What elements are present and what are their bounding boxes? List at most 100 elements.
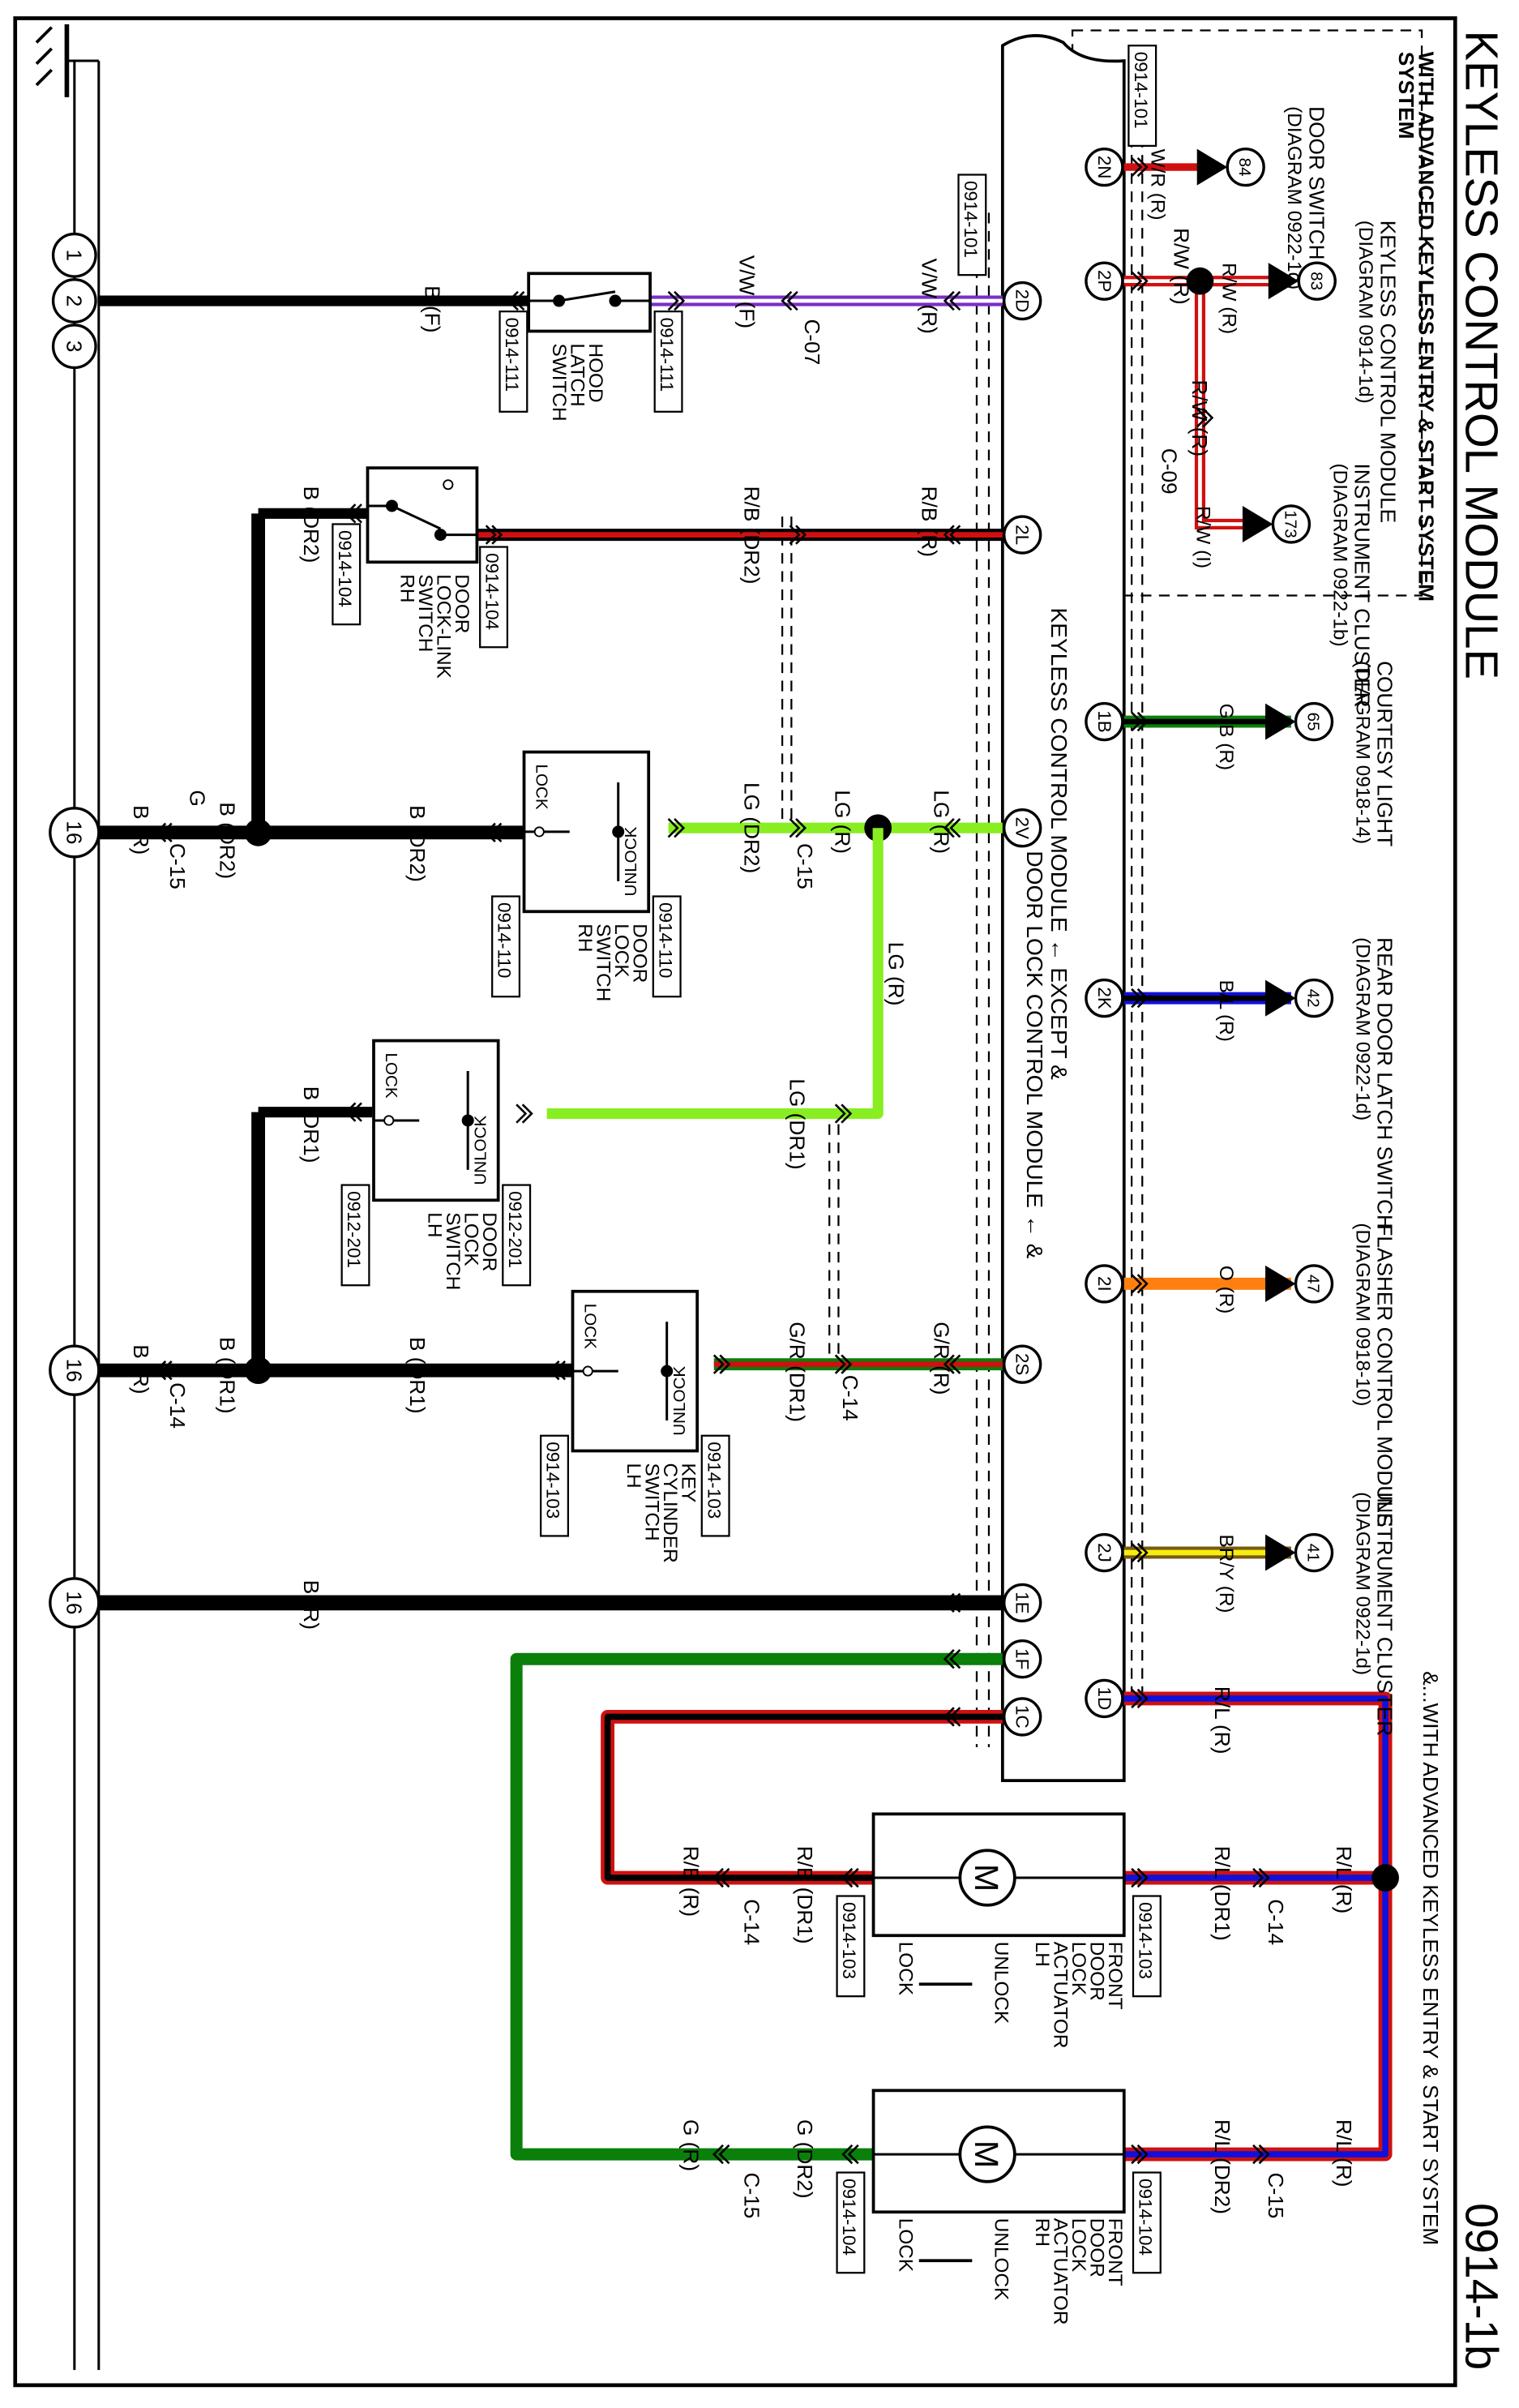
svg-text:2K: 2K bbox=[1094, 987, 1115, 1009]
svg-text:16: 16 bbox=[62, 821, 86, 844]
connector-icon bbox=[841, 1867, 859, 1888]
svg-text:84: 84 bbox=[1235, 158, 1254, 177]
svg-text:DOOR: DOOR bbox=[478, 1212, 500, 1271]
label-vw-r: V/W (R) bbox=[918, 259, 942, 334]
pin-1d: 1D bbox=[1085, 1678, 1124, 1719]
svg-text:0914-111: 0914-111 bbox=[657, 318, 677, 392]
connector-icon bbox=[781, 290, 798, 311]
label-rl-r-1d: R/L (R) bbox=[1210, 1686, 1234, 1755]
pin-2k: 2K bbox=[1085, 978, 1124, 1018]
connector-icon bbox=[943, 525, 961, 545]
door-lock-link-switch-rh: DOOR LOCK-LINK SWITCH RH bbox=[366, 466, 479, 679]
svg-text:42: 42 bbox=[1304, 989, 1323, 1008]
svg-text:M: M bbox=[968, 1864, 1005, 1892]
ref-0914-110: 0914-110 bbox=[652, 895, 682, 998]
connector-icon bbox=[485, 525, 503, 545]
svg-text:BR/Y (R): BR/Y (R) bbox=[1215, 1535, 1237, 1613]
connector-icon bbox=[943, 290, 961, 311]
ref-0914-104-right: 0914-104 bbox=[479, 546, 509, 649]
ref-0914-103: 0914-103 bbox=[540, 1434, 570, 1537]
svg-text:LH: LH bbox=[1031, 1942, 1053, 1967]
svg-text:0914-101: 0914-101 bbox=[1131, 52, 1151, 129]
svg-text:UNLOCK: UNLOCK bbox=[990, 1942, 1012, 2025]
connector-icon bbox=[1131, 1542, 1149, 1563]
svg-text:(DIAGRAM 0918-10): (DIAGRAM 0918-10) bbox=[1351, 1223, 1373, 1406]
wire-rb-1c bbox=[601, 1709, 1003, 1885]
svg-text:DOOR: DOOR bbox=[628, 923, 650, 983]
connector-icon bbox=[841, 2144, 859, 2165]
wire-rw-173 bbox=[1194, 281, 1243, 530]
ref-0914-104: 0914-104 bbox=[1132, 2171, 1162, 2274]
label-c15-3: C-15 bbox=[1264, 2173, 1288, 2219]
svg-text:KEYLESS CONTROL MODULE: KEYLESS CONTROL MODULE bbox=[1376, 221, 1400, 523]
label-g-r: G (R) bbox=[678, 2119, 703, 2171]
label-rb-dr1: R/B (DR1) bbox=[793, 1846, 817, 1944]
label-rl-dr1: R/L (DR1) bbox=[1210, 1846, 1234, 1941]
svg-text:47: 47 bbox=[1304, 1275, 1323, 1293]
svg-text:0914-103: 0914-103 bbox=[1135, 1902, 1155, 1979]
label-b-f: B (F) bbox=[421, 285, 445, 332]
svg-text:0914-103: 0914-103 bbox=[704, 1442, 724, 1519]
svg-text:0914-104: 0914-104 bbox=[335, 530, 355, 607]
ground-point-1: 1 bbox=[51, 232, 97, 278]
svg-text:CYLINDER: CYLINDER bbox=[659, 1463, 681, 1562]
connector-icon bbox=[155, 1360, 173, 1381]
pin-2l: 2L bbox=[1003, 515, 1042, 555]
svg-text:DOOR SWITCH FL: DOOR SWITCH FL bbox=[1304, 106, 1329, 290]
ref-0914-101: 0914-101 bbox=[957, 174, 987, 276]
module-label-2: DOOR LOCK CONTROL MODULE ← & bbox=[1022, 851, 1047, 1258]
ground-icon bbox=[35, 24, 99, 97]
splice-dot bbox=[244, 818, 272, 846]
connector-icon bbox=[516, 1103, 533, 1124]
connector-icon bbox=[943, 1649, 961, 1669]
svg-text:LOCK-LINK: LOCK-LINK bbox=[433, 574, 455, 679]
connector-icon bbox=[712, 1867, 730, 1888]
svg-text:1B: 1B bbox=[1094, 710, 1115, 732]
pin-2i: 2I bbox=[1085, 1264, 1124, 1304]
svg-text:SWITCH: SWITCH bbox=[548, 343, 570, 421]
label-c09: C-09 bbox=[1157, 448, 1182, 495]
connector-icon bbox=[1131, 1688, 1149, 1709]
ref-0914-111-right: 0914-111 bbox=[653, 311, 683, 413]
svg-text:0914-103: 0914-103 bbox=[839, 1902, 859, 1979]
unlock-label: UNLOCK bbox=[472, 1115, 490, 1185]
svg-text:2: 2 bbox=[62, 295, 86, 307]
connector-icon bbox=[943, 1592, 961, 1613]
ref-0914-101-top: 0914-101 bbox=[1127, 45, 1157, 148]
label-c14-3: C-14 bbox=[1264, 1899, 1288, 1945]
label-rb-r: R/B (R) bbox=[918, 486, 942, 557]
connector-icon bbox=[1131, 271, 1149, 291]
svg-text:2J: 2J bbox=[1094, 1543, 1115, 1562]
connector-icon bbox=[834, 1354, 853, 1374]
svg-text:2P: 2P bbox=[1094, 270, 1115, 292]
label-rw-r: R/W (R) bbox=[1170, 228, 1194, 305]
svg-text:R/W (I): R/W (I) bbox=[1192, 506, 1214, 568]
svg-text:DOOR: DOOR bbox=[1086, 1942, 1108, 2001]
svg-text:KEY: KEY bbox=[677, 1463, 699, 1502]
subsystem-boundary bbox=[1071, 29, 1423, 597]
label-lg-dr1: LG (DR1) bbox=[785, 1078, 809, 1169]
svg-text:0914-104: 0914-104 bbox=[839, 2179, 859, 2256]
label-b-r-3: B (R) bbox=[299, 1580, 323, 1630]
keyless-control-module bbox=[1000, 34, 1126, 1782]
svg-text:LATCH: LATCH bbox=[567, 343, 588, 406]
svg-text:(DIAGRAM 0914-1d): (DIAGRAM 0914-1d) bbox=[1354, 221, 1376, 404]
svg-text:2S: 2S bbox=[1012, 1353, 1033, 1375]
label-g: G bbox=[185, 790, 209, 806]
svg-text:RH: RH bbox=[396, 574, 418, 602]
svg-text:RH: RH bbox=[574, 923, 596, 952]
svg-text:2D: 2D bbox=[1012, 289, 1033, 313]
label-c14-1: C-14 bbox=[165, 1382, 190, 1429]
svg-text:0912-201: 0912-201 bbox=[505, 1191, 525, 1268]
connector-icon bbox=[1196, 408, 1214, 428]
label-c15-4: C-15 bbox=[739, 2173, 764, 2219]
splice-dot bbox=[244, 1356, 272, 1385]
connector-icon bbox=[344, 1102, 362, 1122]
label-b-dr2-top: B (DR2) bbox=[299, 486, 323, 563]
wires bbox=[98, 163, 1399, 2162]
svg-text:2L: 2L bbox=[1012, 525, 1033, 545]
